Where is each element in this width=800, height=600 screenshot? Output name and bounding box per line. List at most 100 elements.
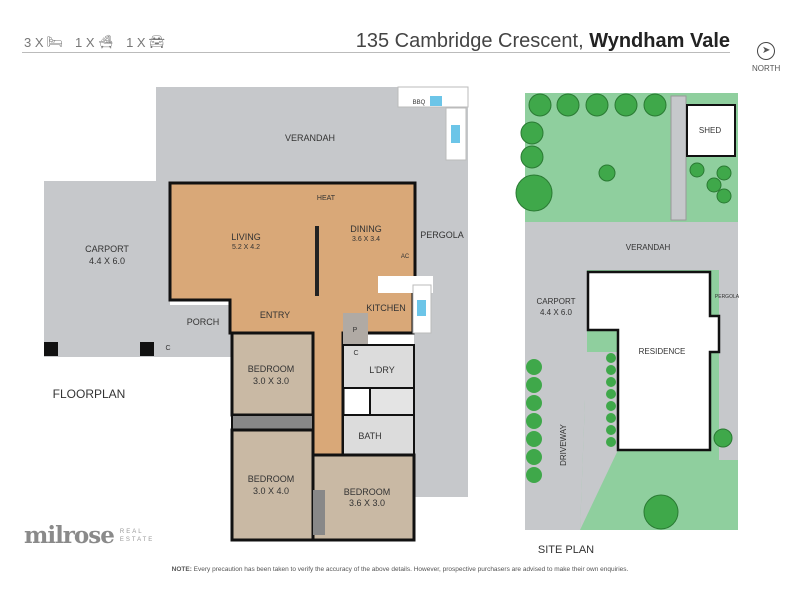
label-pantry: P [353, 327, 358, 334]
laundry-room [342, 344, 415, 389]
wardrobe [231, 414, 314, 431]
tree [643, 93, 667, 117]
label-site-carport: CARPORT [537, 297, 576, 306]
divider-wall [315, 226, 319, 296]
label-verandah: VERANDAH [285, 133, 335, 143]
tree [556, 93, 580, 117]
label-pergola: PERGOLA [420, 230, 464, 240]
tree [520, 121, 544, 145]
label-driveway: DRIVEWAY [559, 423, 568, 465]
feature-counts: 3 X🛏︎ 1 X🛁︎ 1 X🚘︎ [24, 34, 165, 50]
bedroom-count: 3 X🛏︎ [24, 34, 63, 50]
tree [713, 428, 733, 448]
site-pergola [719, 270, 738, 460]
tree [515, 174, 553, 212]
wardrobe [313, 490, 325, 535]
bedroom-qty: 3 X [24, 34, 44, 50]
label-site-carport-dim: 4.4 X 6.0 [540, 308, 573, 317]
tree [706, 177, 722, 193]
bath-icon: 🛁︎ [97, 34, 115, 49]
label-site-pergola: PERGOLA [715, 294, 740, 300]
bathroom-count: 1 X🛁︎ [75, 34, 114, 50]
label-bedroom-1-dim: 3.0 X 3.0 [253, 376, 289, 386]
label-bedroom-2: BEDROOM [248, 474, 295, 484]
label-carport-cupboard: C [165, 345, 170, 352]
sink-basin [451, 125, 460, 143]
brand-sub2: ESTATE [119, 536, 155, 543]
label-bedroom-1: BEDROOM [248, 364, 295, 374]
property-address: 135 Cambridge Crescent, Wyndham Vale [356, 30, 730, 53]
car-count: 1 X🚘︎ [126, 34, 165, 50]
label-laundry: L'DRY [369, 365, 395, 375]
label-dining: DINING [350, 224, 382, 234]
label-entry: ENTRY [260, 310, 290, 320]
header-divider [22, 52, 730, 53]
label-bedroom-3: BEDROOM [344, 487, 391, 497]
tree [716, 165, 732, 181]
bed-icon: 🛏︎ [46, 34, 64, 49]
label-kitchen: KITCHEN [366, 303, 406, 313]
north-indicator: ➤ NORTH [752, 42, 780, 73]
label-bbq: BBQ [413, 100, 426, 106]
brand-sub1: REAL [119, 528, 144, 535]
tree [520, 145, 544, 169]
note-text: Every precaution has been taken to verif… [191, 566, 629, 573]
pantry [343, 313, 368, 345]
tree [528, 93, 552, 117]
suburb: Wyndham Vale [589, 30, 730, 52]
trees [515, 93, 733, 530]
label-bath: BATH [358, 431, 381, 441]
label-living-dim: 5.2 X 4.2 [232, 244, 260, 251]
floorplan-title: FLOORPLAN [53, 387, 126, 401]
site-verandah [525, 222, 738, 270]
sink-basin [417, 300, 426, 316]
label-ac: AC [401, 254, 410, 260]
post [140, 342, 154, 356]
floorplan: VERANDAH BBQ CARPORT 4.4 X 6.0 LIVING 5.… [44, 86, 469, 542]
bathroom-qty: 1 X [75, 34, 95, 50]
garden-path [670, 95, 687, 221]
car-icon: 🚘︎ [148, 34, 166, 49]
tree [614, 93, 638, 117]
bedroom-2 [230, 428, 315, 542]
compass-icon: ➤ [757, 42, 776, 60]
tree [585, 93, 609, 117]
label-shed: SHED [699, 126, 721, 135]
hedge-left [526, 359, 542, 483]
label-heat: HEAT [317, 195, 336, 202]
porch-area [170, 305, 232, 357]
label-residence: RESIDENCE [639, 347, 686, 356]
shed [686, 104, 736, 157]
note-label: NOTE: [171, 566, 192, 573]
label-site-verandah: VERANDAH [626, 243, 671, 252]
hedge-right [606, 353, 616, 447]
label-dining-dim: 3.6 X 3.4 [352, 236, 380, 243]
disclaimer-note: NOTE: Every precaution has been taken to… [0, 566, 800, 573]
siteplan-title: SITE PLAN [538, 544, 594, 556]
tree [643, 494, 679, 530]
car-qty: 1 X [126, 34, 146, 50]
bedroom-1 [230, 331, 315, 417]
residence-outline [586, 270, 721, 452]
pergola-area [414, 181, 468, 497]
north-label: NORTH [752, 64, 781, 73]
label-porch: PORCH [187, 317, 220, 327]
label-living: LIVING [231, 232, 261, 242]
tree [716, 188, 732, 204]
driveway [525, 352, 585, 530]
tree [689, 162, 705, 178]
street: 135 Cambridge Crescent, [355, 30, 590, 52]
label-bedroom-3-dim: 3.6 X 3.0 [349, 498, 385, 508]
label-bedroom-2-dim: 3.0 X 4.0 [253, 486, 289, 496]
toilet-room [369, 387, 415, 416]
tree [598, 164, 616, 182]
brand-name: milrose [24, 522, 115, 549]
bathroom [342, 414, 415, 456]
post [44, 342, 58, 356]
cooktop-icon [430, 96, 442, 106]
bedroom-3 [311, 453, 416, 542]
